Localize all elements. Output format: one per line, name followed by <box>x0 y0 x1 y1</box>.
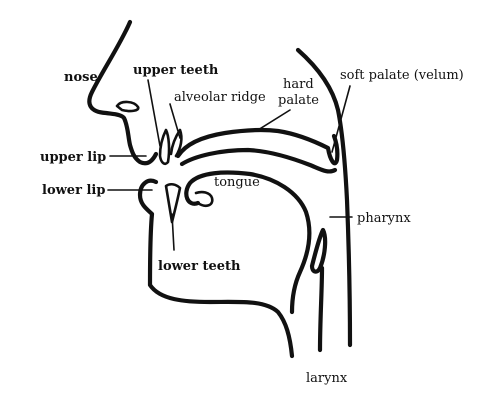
alveolar-ridge-shape <box>169 128 183 158</box>
label-tongue: tongue <box>214 175 260 190</box>
leader-lower-teeth <box>171 213 175 251</box>
lower-lip-chin <box>137 178 295 359</box>
leader-hard-palate <box>257 109 291 131</box>
label-alveolar-ridge: alveolar ridge <box>174 90 266 105</box>
upper-teeth-shape <box>158 128 171 166</box>
label-upper-teeth: upper teeth <box>133 63 219 78</box>
label-upper-lip: upper lip <box>40 150 106 165</box>
velum-outline <box>179 147 338 174</box>
nostril-shape <box>115 100 140 113</box>
label-nose: nose <box>64 70 98 85</box>
label-larynx: larynx <box>306 371 348 386</box>
palate-outline <box>175 127 340 166</box>
larynx-wall <box>317 265 325 353</box>
leader-soft-palate <box>331 85 351 153</box>
label-soft-palate: soft palate (velum) <box>340 68 464 83</box>
label-pharynx: pharynx <box>357 211 411 226</box>
lower-teeth-shape <box>164 182 182 224</box>
pharynx-wall <box>295 47 353 348</box>
tongue-tip <box>194 190 214 208</box>
tongue-outline <box>184 170 312 315</box>
leader-upper-teeth <box>147 79 161 147</box>
label-lower-teeth: lower teeth <box>158 259 241 274</box>
label-lower-lip: lower lip <box>42 183 105 198</box>
face-profile-upper <box>87 19 159 166</box>
leader-alveolar-ridge <box>169 103 181 139</box>
label-hard-palate-line1: hard <box>283 77 314 92</box>
label-hard-palate-line2: palate <box>278 93 319 108</box>
epiglottis-shape <box>309 227 328 274</box>
